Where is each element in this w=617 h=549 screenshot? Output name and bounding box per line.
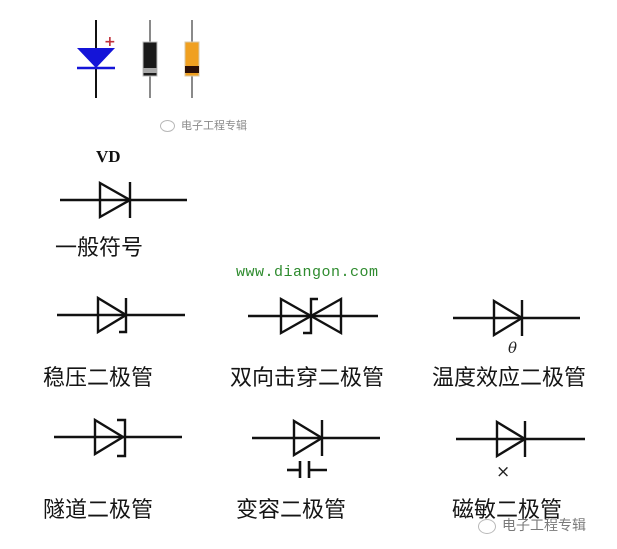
temperature-effect-diode-symbol — [453, 298, 580, 338]
capacitor-icon — [287, 461, 327, 478]
blue-diode-icon: + — [77, 20, 116, 98]
general-diode-symbol — [60, 180, 187, 220]
wechat-icon — [160, 120, 175, 132]
varactor-label: 变容二极管 — [236, 498, 347, 523]
zener-diode-symbol — [57, 295, 185, 335]
magnetic-cross-symbol: × — [496, 462, 511, 482]
general-symbol-label: 一般符号 — [55, 236, 144, 261]
bidirectional-breakdown-label: 双向击穿二极管 — [230, 366, 385, 391]
top-watermark: 电子工程专辑 — [160, 117, 247, 133]
designator-label: VD — [96, 147, 121, 166]
magnetic-sensitive-diode-symbol — [456, 419, 585, 459]
bottom-watermark-text: 电子工程专辑 — [502, 518, 586, 534]
magnetic-sensitive-label: 磁敏二极管 — [452, 498, 563, 523]
tunnel-label: 隧道二极管 — [43, 498, 154, 523]
wechat-icon — [478, 518, 496, 534]
black-diode-component-icon — [142, 20, 158, 98]
zener-label: 稳压二极管 — [43, 366, 154, 391]
varactor-diode-symbol — [252, 418, 380, 458]
top-watermark-text: 电子工程专辑 — [181, 119, 247, 132]
tunnel-diode-symbol — [54, 417, 182, 458]
theta-symbol: θ — [508, 339, 518, 357]
website-url: www.diangon.com — [236, 264, 379, 281]
svg-text:+: + — [104, 34, 116, 50]
bottom-watermark: 电子工程专辑 — [478, 515, 586, 535]
temperature-effect-label: 温度效应二极管 — [432, 366, 587, 391]
orange-diode-component-icon — [184, 20, 200, 98]
bidirectional-breakdown-diode-symbol — [248, 296, 378, 336]
